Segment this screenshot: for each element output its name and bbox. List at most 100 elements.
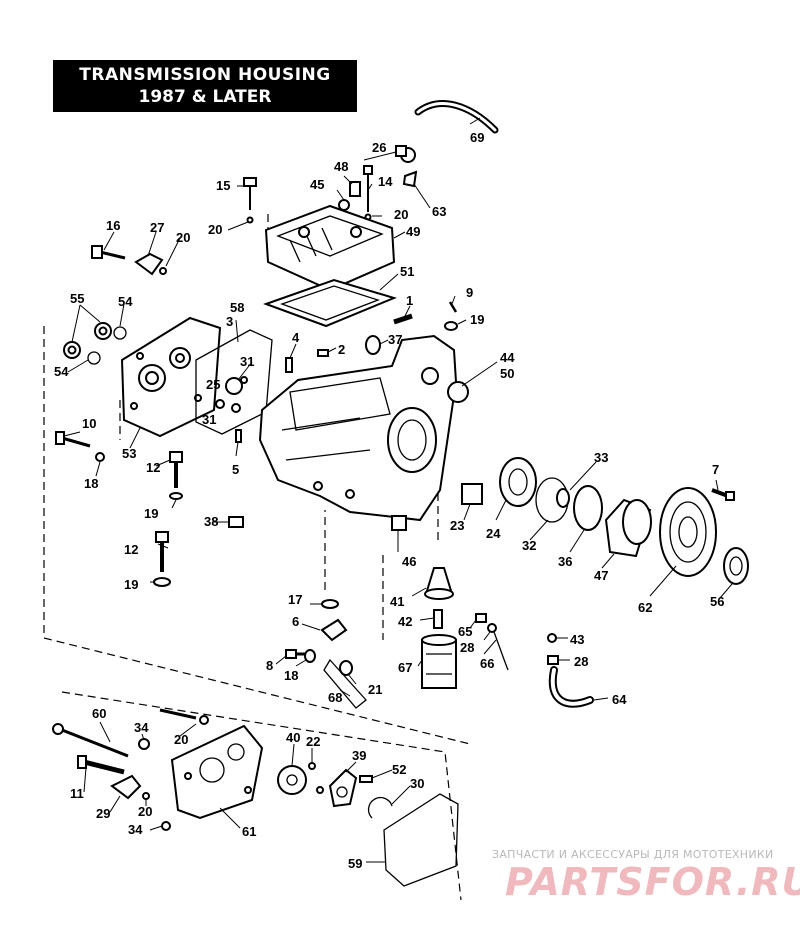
- callout: 28: [460, 640, 474, 655]
- gasket-51-part: [263, 278, 397, 328]
- callout: 21: [368, 682, 382, 697]
- callout: 19: [470, 312, 484, 327]
- washer-34-upper: [138, 738, 150, 750]
- fitting-65: [475, 613, 487, 623]
- nipple-42: [433, 609, 443, 629]
- callout: 6: [292, 614, 299, 629]
- callout: 5: [232, 462, 239, 477]
- callout: 33: [594, 450, 608, 465]
- seal-37: [365, 335, 381, 355]
- washer-18-lower: [304, 649, 316, 663]
- callout: 58: [230, 300, 244, 315]
- ball-22b: [316, 786, 324, 794]
- callout: 30: [410, 776, 424, 791]
- callout: 4: [292, 330, 300, 345]
- assembly-boundary-left: [43, 326, 471, 745]
- callout: 44: [500, 350, 515, 365]
- seal-36: [573, 485, 603, 531]
- switch-6: [320, 618, 348, 642]
- callout: 23: [450, 518, 464, 533]
- callout: 53: [122, 446, 136, 461]
- callout: 61: [242, 824, 256, 839]
- title-line-1: TRANSMISSION HOUSING: [79, 65, 331, 85]
- bolt-10: [55, 431, 105, 462]
- adapter-41-rim: [424, 588, 454, 600]
- fitting-26-part: [395, 145, 416, 163]
- callout: 43: [570, 632, 584, 647]
- callout: 20: [208, 222, 222, 237]
- callout: 19: [124, 577, 138, 592]
- nut-56: [723, 547, 749, 585]
- gasket-59: [383, 793, 459, 887]
- callout: 19: [144, 506, 158, 521]
- callout: 22: [306, 734, 320, 749]
- vent-hose-part: [414, 100, 499, 134]
- o-ring-34-lower: [161, 821, 171, 831]
- dowel-46: [391, 515, 407, 531]
- bolt-11: [77, 755, 125, 775]
- callout: 10: [82, 416, 96, 431]
- callout: 20: [138, 804, 152, 819]
- leader-lines: [63, 117, 733, 863]
- callout: 56: [710, 594, 724, 609]
- callout: 38: [204, 514, 218, 529]
- oil-filter-67: [421, 634, 457, 689]
- callout: 54: [54, 364, 69, 379]
- callout: 24: [486, 526, 501, 541]
- callout: 45: [310, 177, 324, 192]
- callout: 7: [712, 462, 719, 477]
- callout: 11: [70, 786, 84, 801]
- gasket-51-inner: [280, 285, 380, 321]
- callout: 69: [470, 130, 484, 145]
- callout: 26: [372, 140, 386, 155]
- callout: 52: [392, 762, 406, 777]
- callout: 34: [128, 822, 143, 837]
- pin-1: [393, 313, 413, 325]
- callout: 34: [134, 720, 149, 735]
- callout: 20: [394, 207, 408, 222]
- pin-9: [448, 301, 458, 313]
- transmission-housing: [258, 334, 469, 522]
- callout: 46: [402, 554, 416, 569]
- fitting-43: [547, 633, 557, 643]
- callout: 68: [328, 690, 342, 705]
- braided-wire-68: [323, 658, 367, 709]
- spacer-23: [461, 483, 483, 505]
- callout: 29: [96, 806, 110, 821]
- pin-52: [359, 775, 373, 783]
- callout: 37: [388, 332, 402, 347]
- callout: 65: [458, 624, 472, 639]
- callout: 3: [226, 314, 233, 329]
- callout: 40: [286, 730, 300, 745]
- callout: 9: [466, 285, 473, 300]
- callout-labels: 69 26 48 14 45 63 15 20 20 49 16 27 20 5…: [54, 130, 724, 871]
- callout: 17: [288, 592, 302, 607]
- title-line-2: 1987 & LATER: [138, 87, 272, 107]
- clamp-28-lower: [547, 655, 559, 665]
- cam-plate-40: [277, 765, 307, 795]
- shift-rod-60: [52, 723, 129, 758]
- bolt-7: [711, 488, 735, 501]
- callout: 36: [558, 554, 572, 569]
- callout: 51: [400, 264, 414, 279]
- callout: 50: [500, 366, 514, 381]
- hose-64-inner: [550, 668, 592, 706]
- dowel-4: [285, 357, 293, 373]
- bolt-upper-20: [159, 708, 209, 725]
- callout: 49: [406, 224, 420, 239]
- callout: 42: [398, 614, 412, 629]
- callout: 41: [390, 594, 404, 609]
- washer-19-top: [444, 321, 458, 331]
- shifter-39: [328, 768, 358, 808]
- bearing-24: [499, 457, 537, 507]
- callout: 2: [338, 342, 345, 357]
- parts-25-31: [215, 376, 248, 413]
- callout: 54: [118, 294, 133, 309]
- bolt-16-clip-27: [91, 245, 167, 276]
- seals-55-54: [63, 322, 127, 365]
- callout: 28: [574, 654, 588, 669]
- callout: 1: [406, 293, 413, 308]
- callout: 8: [266, 658, 273, 673]
- plug-38: [228, 516, 244, 528]
- callout: 59: [348, 856, 362, 871]
